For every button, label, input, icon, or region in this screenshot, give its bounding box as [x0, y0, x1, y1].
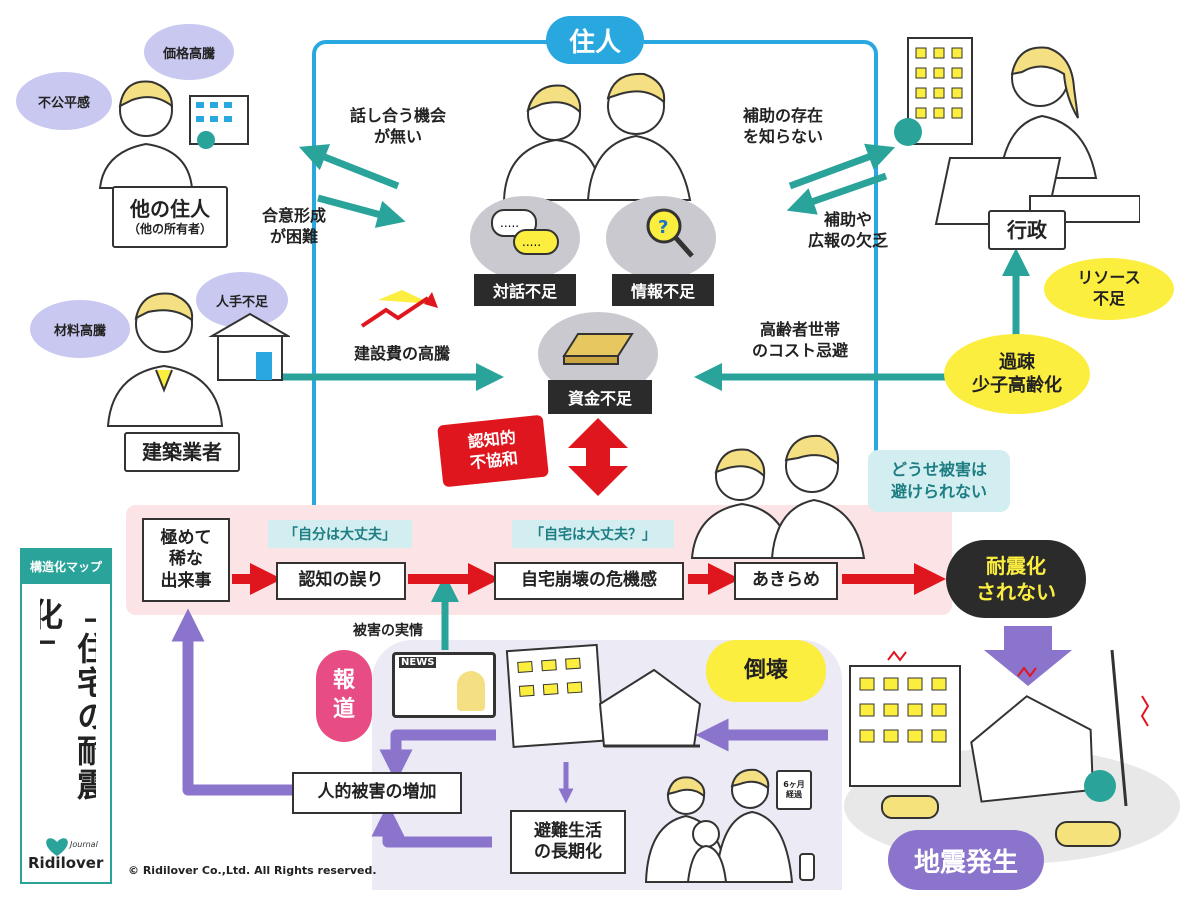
dissonance-arrow — [568, 418, 628, 496]
resigned-couple-illustration — [690, 434, 866, 559]
damage-reality-label: 被害の実情 — [353, 623, 423, 639]
government-box: 行政 — [988, 210, 1066, 250]
down-arrow-quake — [984, 626, 1072, 686]
copyright: © Ridilover Co.,Ltd. All Rights reserved… — [128, 864, 377, 877]
svg-text:?: ? — [658, 217, 668, 238]
logo-text: Ridilover — [28, 854, 104, 872]
info-shortage-label: 情報不足 — [612, 274, 714, 306]
subsidy-unknown-label: 補助の存在 を知らない — [742, 106, 823, 146]
news-circle: 報 道 — [316, 650, 372, 742]
calendar-text: 6ヶ月 経過 — [783, 780, 805, 799]
giving-up-box: あきらめ — [734, 562, 838, 600]
builders-box: 建築業者 — [124, 432, 240, 472]
builder-illustration — [106, 292, 290, 427]
not-retrofitted-label: 耐震化 されない — [976, 554, 1056, 604]
calendar-icon: 6ヶ月 経過 — [776, 770, 812, 810]
casualties-box: 人的被害の増加 — [292, 772, 462, 814]
collapse-fear-box: 自宅崩壊の危機感 — [494, 562, 684, 600]
svg-text:.....: ..... — [522, 235, 541, 249]
map-tag-label: 構造化マップ — [29, 559, 102, 574]
quote-home-ok: 「自宅は大丈夫？」 — [512, 520, 674, 548]
depopulation-aging-bubble: 過疎 少子高齢化 — [944, 334, 1090, 414]
earthquake-scene-illustration — [844, 649, 1180, 864]
teal-arrows — [282, 143, 1030, 650]
collapsed-buildings-illustration — [505, 643, 702, 749]
resignation-quote: どうせ被害は 避けられない — [868, 450, 1010, 512]
misperception-box: 認知の誤り — [276, 562, 406, 600]
other-resident-illustration — [98, 80, 249, 189]
government-illustration — [894, 37, 1140, 225]
collapse-bubble: 倒壊 — [706, 640, 826, 702]
logo-icon — [46, 838, 68, 856]
rare-event-box: 極めて 稀な 出来事 — [142, 518, 230, 602]
map-tag: 構造化マップ — [20, 548, 112, 584]
residents-title: 住人 — [546, 16, 644, 64]
evacuation-box: 避難生活 の長期化 — [510, 810, 626, 874]
price-rise-cloud: 価格高騰 — [144, 24, 234, 80]
rising-cost-icon — [360, 290, 438, 328]
other-residents-box: 他の住人 （他の所有者） — [112, 186, 228, 248]
construction-cost-label: 建設費の高騰 — [353, 344, 450, 363]
dissonance-label: 認知的 不協和 — [466, 427, 519, 473]
elderly-cost-avoid-label: 高齢者世帯 のコスト忌避 — [751, 320, 848, 360]
tv-anchor-figure — [457, 671, 485, 711]
funds-shortage-label: 資金不足 — [548, 380, 652, 414]
map-title-panel — [20, 548, 112, 884]
svg-text:.....: ..... — [500, 216, 519, 230]
money-icon — [562, 333, 634, 365]
subsidy-lack-label: 補助や 広報の欠乏 — [807, 210, 888, 250]
no-discussion-chance-label: 話し合う機会 が無い — [349, 106, 446, 146]
tv-news-text: NEWS — [399, 657, 437, 668]
other-residents-sub: （他の所有者） — [127, 222, 212, 236]
unfairness-cloud: 不公平感 — [16, 72, 112, 130]
resource-shortage-bubble: リソース 不足 — [1044, 258, 1174, 320]
news-label: 報 道 — [332, 668, 355, 722]
speech-bubbles-icon: ..... ..... — [491, 209, 559, 255]
dialogue-shortage-label: 対話不足 — [474, 274, 576, 306]
other-residents-name: 他の住人 — [130, 197, 210, 221]
earthquake-badge: 地震発生 — [888, 830, 1044, 890]
evacuee-family-illustration — [644, 768, 815, 883]
purple-arrows — [171, 608, 828, 848]
quote-self-ok: 「自分は大丈夫」 — [268, 520, 412, 548]
tv-screen: NEWS — [392, 652, 496, 718]
material-rise-cloud: 材料高騰 — [30, 300, 130, 358]
map-title: 「住宅の耐震化」 — [40, 598, 96, 802]
not-retrofitted-cloud: 耐震化 されない — [946, 540, 1086, 618]
dissonance-badge: 認知的 不協和 — [437, 414, 549, 488]
earthquake-label: 地震発生 — [913, 847, 1018, 878]
logo-subtext: Journal — [70, 840, 98, 849]
magnifier-icon: ? — [646, 208, 694, 258]
consensus-difficulty-label: 合意形成 が困難 — [261, 206, 326, 246]
resident-couple-illustration — [502, 72, 692, 201]
